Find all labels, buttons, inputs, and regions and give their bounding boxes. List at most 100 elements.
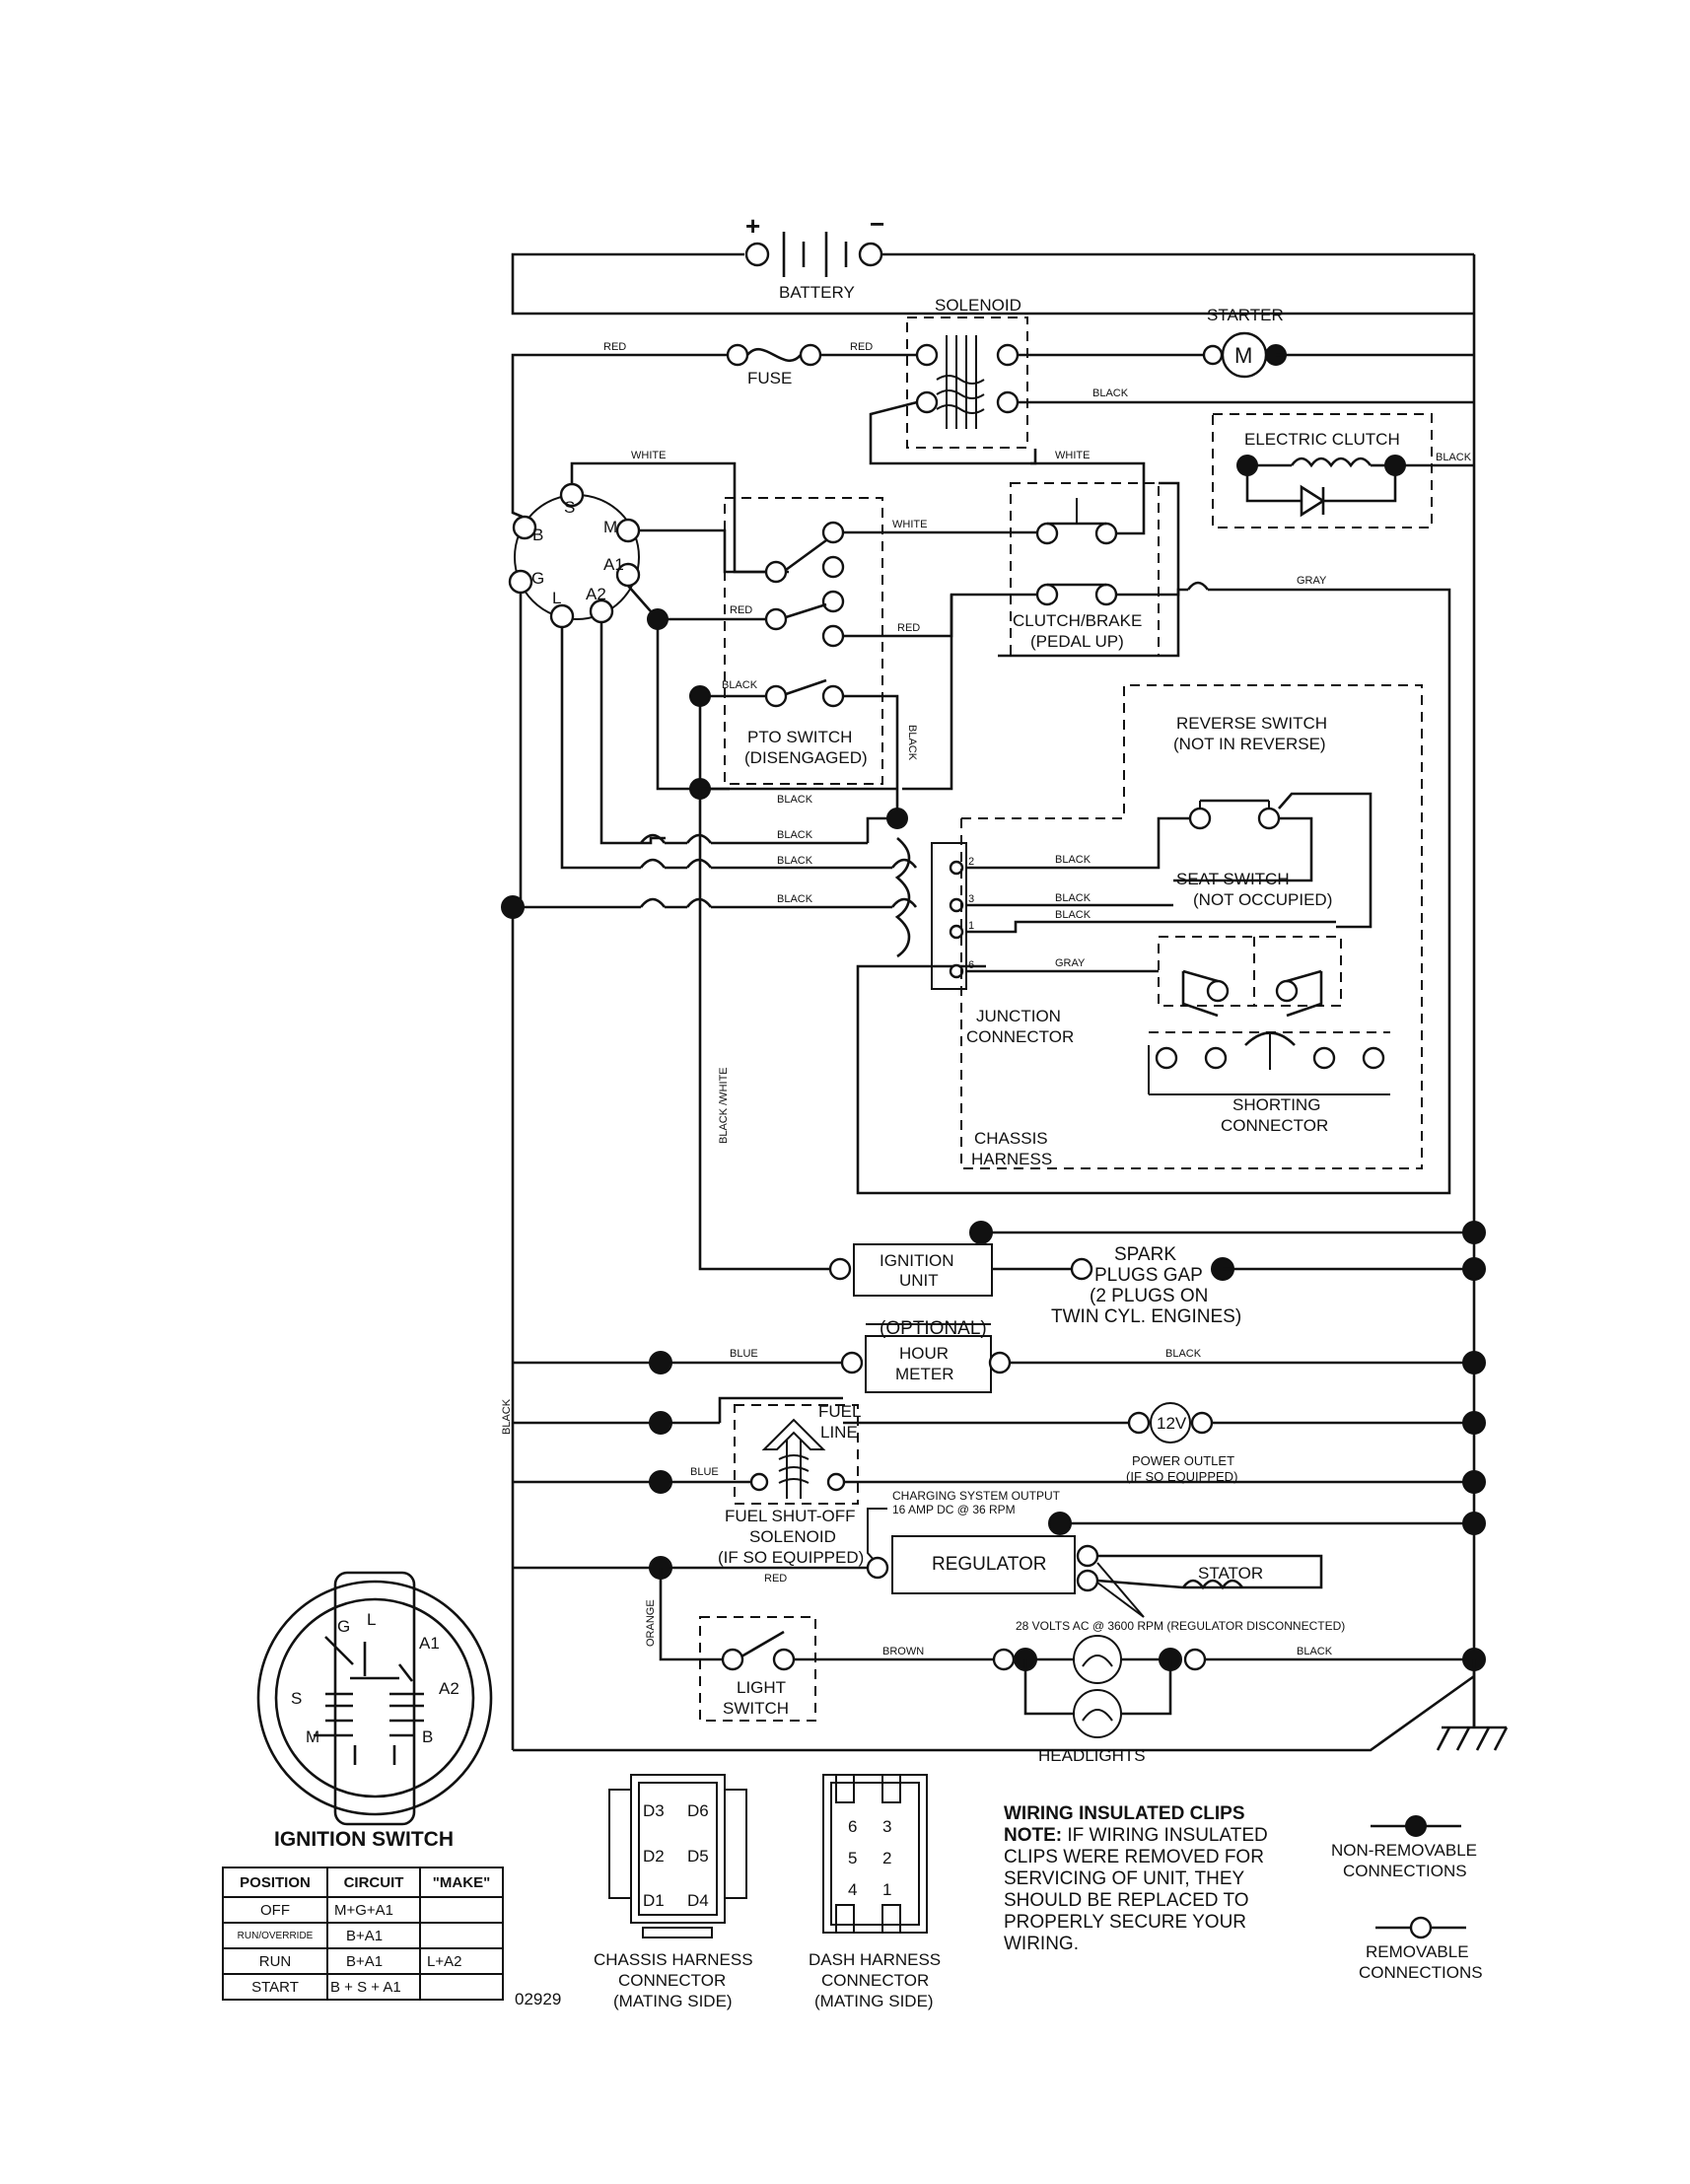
hour-meter-label: HOUR	[899, 1344, 949, 1363]
table-header: POSITION	[222, 1867, 328, 1898]
wire-label-red: RED	[897, 622, 920, 634]
ground-node	[1462, 1351, 1486, 1374]
wire-label-black: BLACK	[1055, 909, 1091, 921]
wire-label-white: WHITE	[892, 519, 927, 530]
terminal-s: S	[564, 498, 575, 517]
spark-label: SPARK	[1114, 1244, 1176, 1265]
wire-label-black: BLACK	[777, 893, 813, 905]
starter-label: STARTER	[1207, 306, 1284, 324]
pin-3: 3	[968, 893, 974, 905]
wire-label-black: BLACK	[501, 1398, 513, 1435]
red-wire-pto-clutch	[843, 593, 1037, 638]
solenoid-coil-lead	[869, 400, 1037, 465]
legend-removable	[1375, 1916, 1466, 1939]
wire-segment	[1278, 792, 1373, 929]
table-cell: START	[222, 1973, 328, 2001]
removable-sublabel: CONNECTIONS	[1359, 1963, 1483, 1982]
black-wire-to-reverse	[966, 816, 1190, 870]
table-cell: OFF	[222, 1896, 328, 1924]
ground-node	[1462, 1470, 1486, 1494]
ignition-table: POSITION CIRCUIT "MAKE" OFF M+G+A1 RUN/O…	[222, 1867, 504, 2001]
spark-plug-terminal	[1070, 1257, 1093, 1281]
dash-connector-sublabel-2: (MATING SIDE)	[814, 1992, 934, 2010]
clips-note-line-5: PROPERLY SECURE YOUR	[1004, 1912, 1246, 1933]
dash-harness-connector	[822, 1774, 928, 1934]
fuel-line-label: FUEL	[818, 1402, 861, 1421]
wire-label-gray: GRAY	[1055, 957, 1086, 969]
wire-label-black: BLACK	[1055, 854, 1091, 866]
clips-note-line-6: WIRING.	[1004, 1934, 1079, 1954]
chassis-connector-sublabel: CONNECTOR	[618, 1971, 726, 1990]
ground-symbol	[1436, 1659, 1509, 1751]
face-a1: A1	[419, 1634, 440, 1653]
power-outlet-sublabel: (IF SO EQUIPPED)	[1126, 1469, 1237, 1484]
wire-label-black: BLACK	[1297, 1646, 1333, 1657]
power-outlet-terminal-2	[1190, 1411, 1214, 1435]
stator-arrow	[1096, 1562, 1145, 1618]
bus-node	[649, 1411, 672, 1435]
seat-switch	[1158, 936, 1342, 1018]
regulator-label: REGULATOR	[932, 1554, 1047, 1575]
light-switch	[699, 1616, 816, 1722]
shorting-sublabel: CONNECTOR	[1221, 1116, 1328, 1135]
wire-label-black: BLACK	[1165, 1348, 1202, 1360]
ignition-a2-wire	[599, 622, 641, 845]
red-wire-down	[902, 595, 953, 791]
wire-label-black: BLACK	[906, 725, 918, 761]
fuel-solenoid-label-2: SOLENOID	[749, 1527, 836, 1546]
table-header: CIRCUIT	[326, 1867, 421, 1898]
wire-crossover	[639, 858, 667, 869]
bus-node	[649, 1351, 672, 1374]
chassis-connector-label: CHASSIS HARNESS	[594, 1950, 753, 1969]
fuse-symbol	[726, 343, 822, 367]
wire-label-orange: ORANGE	[645, 1599, 657, 1647]
chassis-harness-outline	[960, 684, 1423, 1169]
ignition-g-wire	[519, 593, 641, 909]
power-outlet-label: POWER OUTLET	[1132, 1453, 1234, 1468]
terminal-m: M	[603, 518, 617, 536]
hour-meter-terminal-2	[988, 1351, 1012, 1374]
wire-label-blue: BLUE	[730, 1348, 758, 1360]
terminal-l: L	[552, 589, 561, 607]
wire-segment	[659, 1568, 723, 1661]
fuel-solenoid-label: FUEL SHUT-OFF	[725, 1507, 856, 1525]
wire-label-white: WHITE	[1055, 450, 1090, 461]
shorting-connector	[1148, 1031, 1390, 1095]
wire-label-black-white: BLACK /WHITE	[718, 1067, 730, 1144]
ground-node	[1462, 1512, 1486, 1535]
ignition-unit-terminal	[828, 1257, 852, 1281]
battery-symbol: + −	[744, 209, 884, 277]
chassis-sublabel: HARNESS	[971, 1150, 1052, 1168]
table-cell: M+G+A1	[326, 1896, 421, 1924]
pto-label: PTO SWITCH	[747, 728, 852, 746]
chassis-pin-d5: D5	[687, 1847, 709, 1866]
minus-sign: −	[870, 209, 884, 239]
seat-label: SEAT SWITCH	[1176, 870, 1290, 888]
pto-sublabel: (DISENGAGED)	[744, 748, 868, 767]
nonremovable-label: NON-REMOVABLE	[1331, 1841, 1477, 1860]
black-wire-to-seat-2	[966, 920, 1336, 934]
chassis-connector-sublabel-2: (MATING SIDE)	[613, 1992, 733, 2010]
left-bus-node	[501, 895, 525, 919]
pin-2: 2	[968, 856, 974, 868]
clips-note-text: IF WIRING INSULATED	[1062, 1825, 1268, 1846]
ground-node	[1462, 1411, 1486, 1435]
bottom-frame-wire	[513, 1674, 1475, 1752]
charging-label: CHARGING SYSTEM OUTPUT	[892, 1489, 1061, 1503]
dash-pin-6: 6	[848, 1817, 857, 1836]
table-cell	[419, 1973, 504, 2001]
chassis-pin-d2: D2	[643, 1847, 665, 1866]
wire-crossover	[1186, 581, 1210, 591]
terminal-a2: A2	[586, 585, 606, 603]
regulator-terminal	[866, 1556, 889, 1580]
chassis-pin-d6: D6	[687, 1801, 709, 1820]
pto-black-vertical	[843, 694, 899, 828]
wire-label-red: RED	[730, 604, 752, 616]
table-cell: L+A2	[419, 1947, 504, 1975]
wire-label-black: BLACK	[777, 855, 813, 867]
seat-sublabel: (NOT OCCUPIED)	[1193, 890, 1332, 909]
shorting-label: SHORTING	[1232, 1095, 1320, 1114]
diagram-number: 02929	[515, 1990, 561, 2008]
table-row: RUN/OVERRIDE B+A1	[222, 1922, 504, 1949]
spark-label-4: TWIN CYL. ENGINES)	[1051, 1306, 1241, 1327]
